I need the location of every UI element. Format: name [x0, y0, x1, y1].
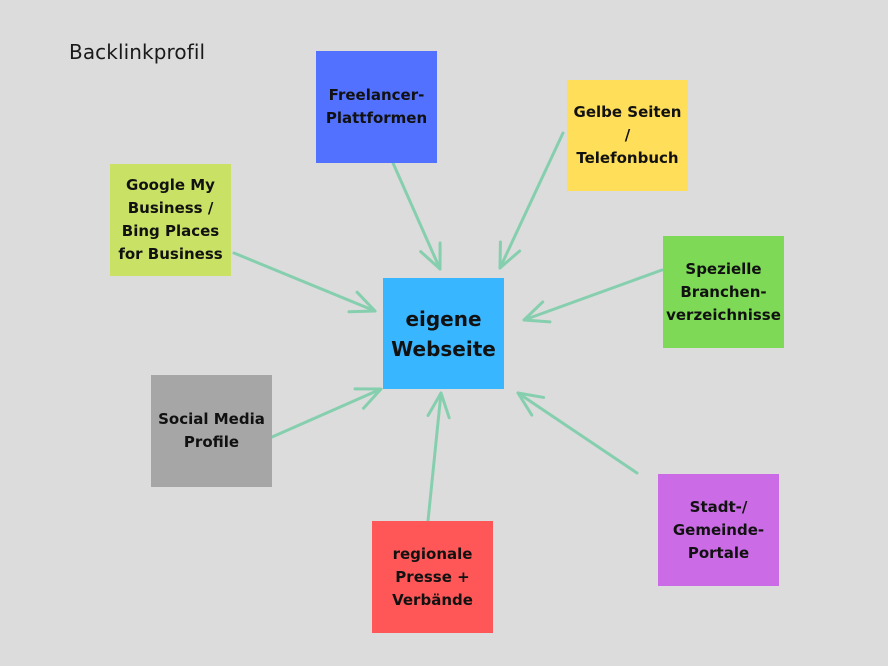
- center-node-webseite: eigene Webseite: [383, 278, 504, 389]
- arrow-presse: [426, 391, 451, 523]
- arrow-branchen: [522, 268, 664, 324]
- arrow-stadt: [516, 391, 639, 475]
- arrow-shaft: [391, 161, 442, 271]
- arrow-head: [419, 241, 442, 271]
- node-freelancer: Freelancer- Plattformen: [316, 51, 437, 163]
- node-stadt-gemeinde: Stadt-/ Gemeinde- Portale: [658, 474, 779, 586]
- arrow-shaft: [498, 131, 565, 270]
- node-social-media-label: Social Media Profile: [158, 410, 265, 451]
- arrow-head: [516, 391, 546, 417]
- arrow-freelancer: [391, 161, 442, 271]
- arrow-gelbe-seiten: [498, 131, 565, 270]
- arrow-shaft: [516, 391, 639, 475]
- arrow-google: [232, 251, 377, 314]
- node-branchenverzeichnisse-label: Spezielle Branchen- verzeichnisse: [666, 259, 781, 324]
- arrow-shaft: [522, 268, 664, 322]
- arrow-social: [270, 387, 383, 439]
- arrow-head: [353, 387, 383, 410]
- node-freelancer-label: Freelancer- Plattformen: [325, 86, 428, 127]
- node-gelbe-seiten: Gelbe Seiten / Telefonbuch: [567, 80, 688, 191]
- diagram-title: Backlinkprofil: [69, 40, 206, 64]
- arrow-shaft: [270, 387, 383, 439]
- arrow-head: [522, 300, 552, 324]
- node-stadt-gemeinde-label: Stadt-/ Gemeinde- Portale: [672, 497, 765, 562]
- node-gelbe-seiten-label: Gelbe Seiten / Telefonbuch: [573, 103, 682, 167]
- arrow-shaft: [232, 251, 377, 313]
- center-node-label: eigene Webseite: [391, 306, 496, 361]
- node-branchenverzeichnisse: Spezielle Branchen- verzeichnisse: [663, 236, 784, 348]
- arrow-head: [498, 240, 522, 270]
- node-regionale-presse: regionale Presse + Verbände: [372, 521, 493, 633]
- node-regionale-presse-label: regionale Presse + Verbände: [392, 544, 473, 609]
- arrow-shaft: [426, 391, 443, 523]
- arrow-head: [347, 290, 377, 314]
- arrow-head: [426, 391, 451, 420]
- node-google-bing: Google My Business / Bing Places for Bus…: [110, 164, 231, 276]
- node-social-media: Social Media Profile: [151, 375, 272, 487]
- node-google-bing-label: Google My Business / Bing Places for Bus…: [118, 176, 223, 263]
